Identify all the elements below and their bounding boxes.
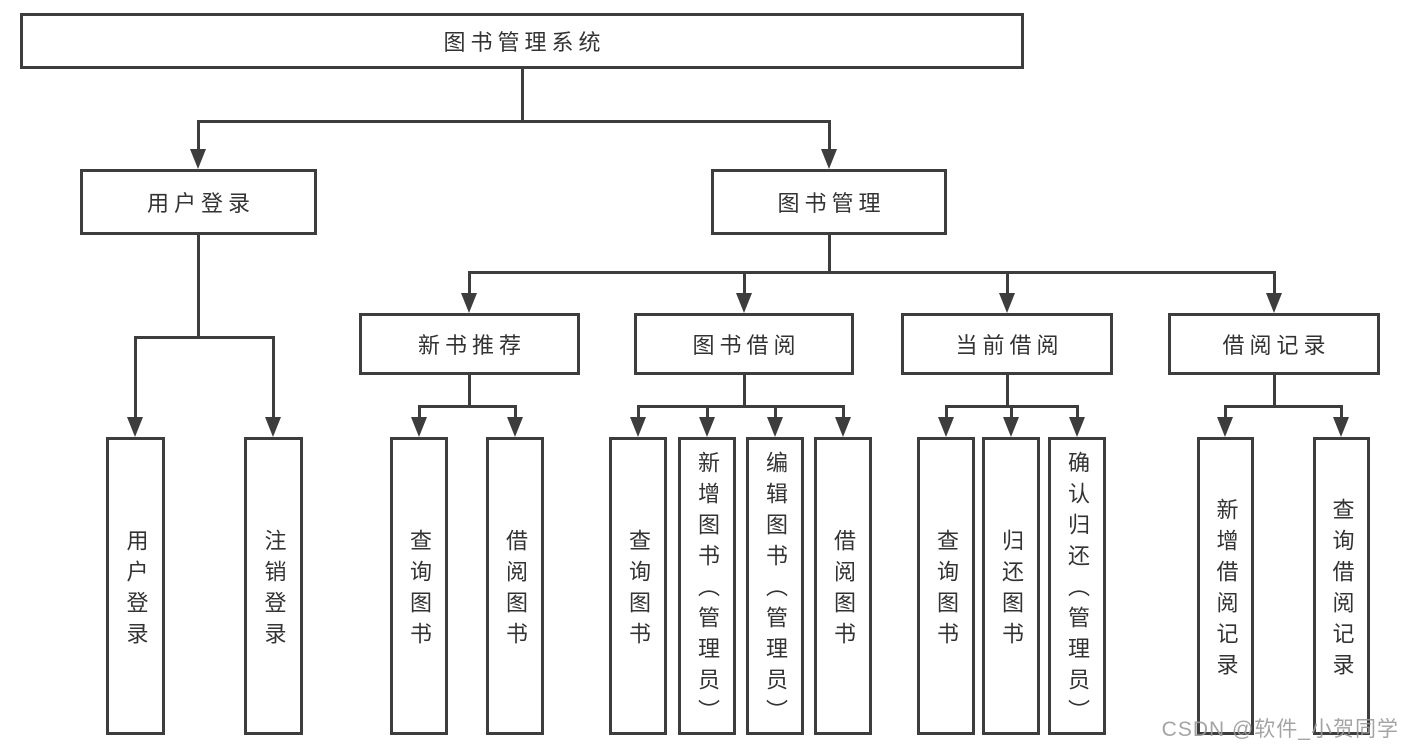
connector-line bbox=[467, 375, 471, 406]
connector-line bbox=[705, 406, 709, 421]
node-leaf-borrow-books-1: 借阅图书 bbox=[486, 437, 544, 735]
node-new-book-recommend: 新书推荐 bbox=[359, 313, 580, 375]
node-book-borrowing: 图书借阅 bbox=[634, 313, 854, 375]
connector-line bbox=[1009, 406, 1013, 421]
node-leaf-edit-books: 编辑图书（管理员） bbox=[746, 437, 804, 735]
arrow-down-icon bbox=[736, 293, 752, 313]
connector-line bbox=[417, 404, 517, 408]
connector-line bbox=[636, 406, 640, 421]
connector-line bbox=[841, 406, 845, 421]
connector-line bbox=[1223, 404, 1343, 408]
arrow-down-icon bbox=[411, 417, 427, 437]
arrow-down-icon bbox=[190, 149, 206, 169]
connector-line bbox=[196, 235, 200, 337]
node-user-login: 用户登录 bbox=[80, 169, 317, 235]
node-leaf-query-borrow-record: 查询借阅记录 bbox=[1313, 437, 1370, 735]
connector-line bbox=[196, 121, 200, 153]
connector-line bbox=[133, 335, 275, 339]
connector-line bbox=[1272, 272, 1276, 297]
node-leaf-add-books: 新增图书（管理员） bbox=[678, 437, 736, 735]
connector-line bbox=[636, 404, 845, 408]
connector-line bbox=[944, 406, 948, 421]
arrow-down-icon bbox=[265, 417, 281, 437]
arrow-down-icon bbox=[938, 417, 954, 437]
node-leaf-user-login: 用户登录 bbox=[106, 437, 165, 735]
arrow-down-icon bbox=[1069, 417, 1085, 437]
connector-line bbox=[742, 375, 746, 406]
node-leaf-borrow-books-2: 借阅图书 bbox=[814, 437, 872, 735]
arrow-down-icon bbox=[127, 417, 143, 437]
node-current-borrowing: 当前借阅 bbox=[901, 313, 1113, 375]
connector-line bbox=[1005, 272, 1009, 297]
connector-line bbox=[1223, 406, 1227, 421]
node-root: 图书管理系统 bbox=[20, 13, 1024, 69]
arrow-down-icon bbox=[767, 417, 783, 437]
connector-line bbox=[417, 406, 421, 421]
arrow-down-icon bbox=[1333, 417, 1349, 437]
connector-line bbox=[1075, 406, 1079, 421]
arrow-down-icon bbox=[999, 293, 1015, 313]
node-borrowing-records: 借阅记录 bbox=[1168, 313, 1380, 375]
node-book-management: 图书管理 bbox=[711, 169, 947, 235]
arrow-down-icon bbox=[699, 417, 715, 437]
connector-line bbox=[467, 270, 1276, 274]
connector-line bbox=[520, 69, 524, 121]
arrow-down-icon bbox=[1217, 417, 1233, 437]
connector-line bbox=[773, 406, 777, 421]
connector-line bbox=[827, 121, 831, 153]
connector-line bbox=[513, 406, 517, 421]
arrow-down-icon bbox=[461, 293, 477, 313]
connector-line bbox=[271, 337, 275, 421]
arrow-down-icon bbox=[507, 417, 523, 437]
connector-line bbox=[827, 235, 831, 272]
connector-line bbox=[1005, 375, 1009, 406]
arrow-down-icon bbox=[630, 417, 646, 437]
connector-line bbox=[1272, 375, 1276, 406]
node-leaf-return-books: 归还图书 bbox=[982, 437, 1040, 735]
arrow-down-icon bbox=[835, 417, 851, 437]
arrow-down-icon bbox=[1003, 417, 1019, 437]
node-leaf-add-borrow-record: 新增借阅记录 bbox=[1197, 437, 1254, 735]
arrow-down-icon bbox=[821, 149, 837, 169]
node-leaf-logout: 注销登录 bbox=[244, 437, 303, 735]
csdn-watermark: CSDN @软件_小贺同学 bbox=[1161, 718, 1399, 741]
connector-line bbox=[742, 272, 746, 297]
node-leaf-query-books-1: 查询图书 bbox=[390, 437, 448, 735]
node-leaf-query-books-2: 查询图书 bbox=[609, 437, 667, 735]
arrow-down-icon bbox=[1266, 293, 1282, 313]
connector-line bbox=[196, 119, 831, 123]
connector-line bbox=[133, 337, 137, 421]
connector-line bbox=[1339, 406, 1343, 421]
connector-line bbox=[467, 272, 471, 297]
node-leaf-confirm-return: 确认归还（管理员） bbox=[1048, 437, 1106, 735]
node-leaf-query-books-3: 查询图书 bbox=[917, 437, 975, 735]
